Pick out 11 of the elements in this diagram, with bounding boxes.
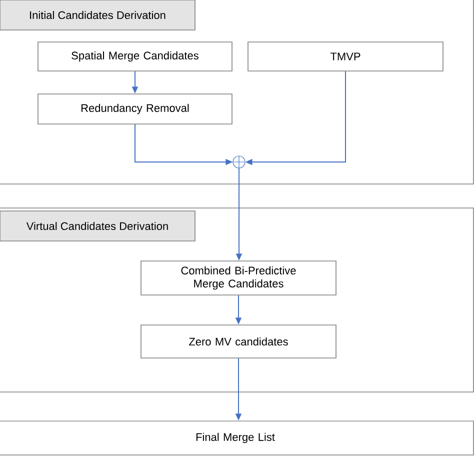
panel-heading: Initial Candidates Derivation xyxy=(0,0,196,30)
process-box: Redundancy Removal xyxy=(38,94,232,124)
panel-heading: Virtual Candidates Derivation xyxy=(0,210,196,242)
process-box: Zero MV candidates xyxy=(140,324,336,358)
junction-circle xyxy=(232,156,246,168)
process-box: Combined Bi-Predictive Merge Candidates xyxy=(140,260,336,296)
process-box: Final Merge List xyxy=(0,420,474,456)
process-box: Spatial Merge Candidates xyxy=(38,42,232,72)
group-panel xyxy=(0,0,474,184)
group-panel xyxy=(0,208,474,392)
process-box: TMVP xyxy=(248,42,444,72)
